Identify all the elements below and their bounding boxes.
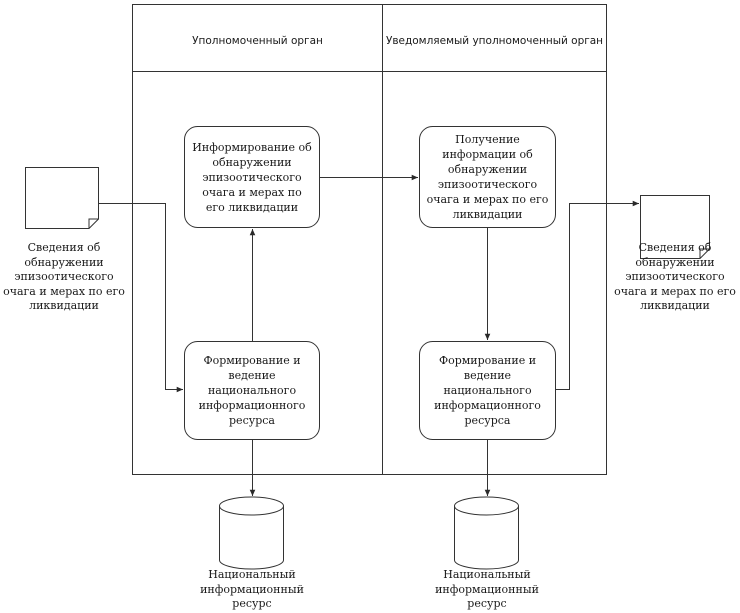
right-database-icon [454,496,519,570]
form-to-output-arrow [555,200,639,390]
input-document-caption: Сведения об обнаружении эпизоотического … [3,241,125,312]
input-to-form-arrow [98,203,183,393]
form-right-box-label: Формирование и ведение национального инф… [434,353,541,427]
input-document-icon [25,167,99,229]
right-database-caption: Национальный информационный ресурс [435,568,539,610]
right-lane-title: Уведомляемый уполномоченный орган [385,35,604,47]
left-database-icon [219,496,284,570]
output-document-icon [640,195,710,259]
swimlane-frame [132,4,607,475]
receive-box-label: Получение информации об обнаружении эпиз… [426,133,549,221]
left-lane-title: Уполномоченный орган [192,35,323,47]
output-document-caption: Сведения об обнаружении эпизоотического … [614,241,736,312]
inform-box-label: Информирование об обнаружении эпизоотиче… [192,140,312,214]
left-database-caption: Национальный информационный ресурс [200,568,304,610]
form-left-box-label: Формирование и ведение национального инф… [198,353,306,427]
